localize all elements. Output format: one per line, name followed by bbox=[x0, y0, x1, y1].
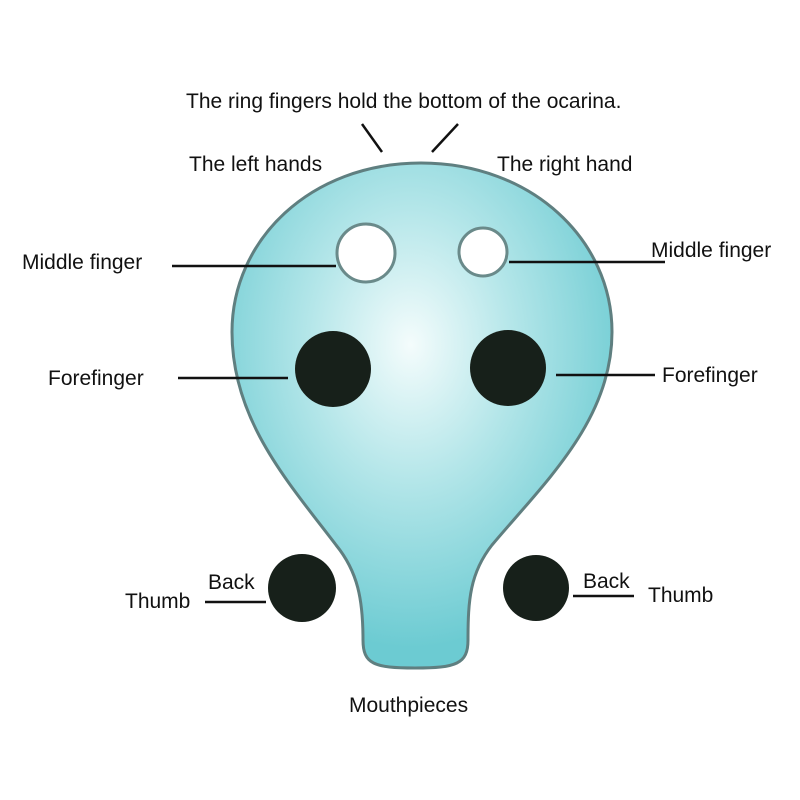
closed-hole-left-thumb bbox=[268, 554, 336, 622]
closed-hole-right-forefinger bbox=[470, 330, 546, 406]
ocarina-body bbox=[230, 161, 614, 670]
label-thumb-left: Thumb bbox=[125, 590, 190, 613]
label-back-left: Back bbox=[208, 571, 255, 594]
open-hole-right-middle bbox=[457, 226, 509, 278]
label-ring-fingers: The ring fingers hold the bottom of the … bbox=[186, 90, 621, 113]
closed-hole-right-thumb bbox=[503, 555, 569, 621]
label-middle-finger-left: Middle finger bbox=[22, 251, 142, 274]
leader-lines bbox=[172, 123, 665, 604]
leader-ring-left bbox=[360, 123, 384, 153]
label-back-right: Back bbox=[583, 570, 630, 593]
open-hole-left-middle bbox=[335, 222, 397, 284]
label-left-hands: The left hands bbox=[189, 153, 322, 176]
label-forefinger-right: Forefinger bbox=[662, 364, 758, 387]
label-middle-finger-right: Middle finger bbox=[651, 239, 771, 262]
label-thumb-right: Thumb bbox=[648, 584, 713, 607]
label-right-hand: The right hand bbox=[497, 153, 632, 176]
closed-hole-left-forefinger bbox=[295, 331, 371, 407]
label-forefinger-left: Forefinger bbox=[48, 367, 144, 390]
label-mouthpieces: Mouthpieces bbox=[349, 694, 468, 717]
leader-ring-right bbox=[431, 123, 459, 153]
